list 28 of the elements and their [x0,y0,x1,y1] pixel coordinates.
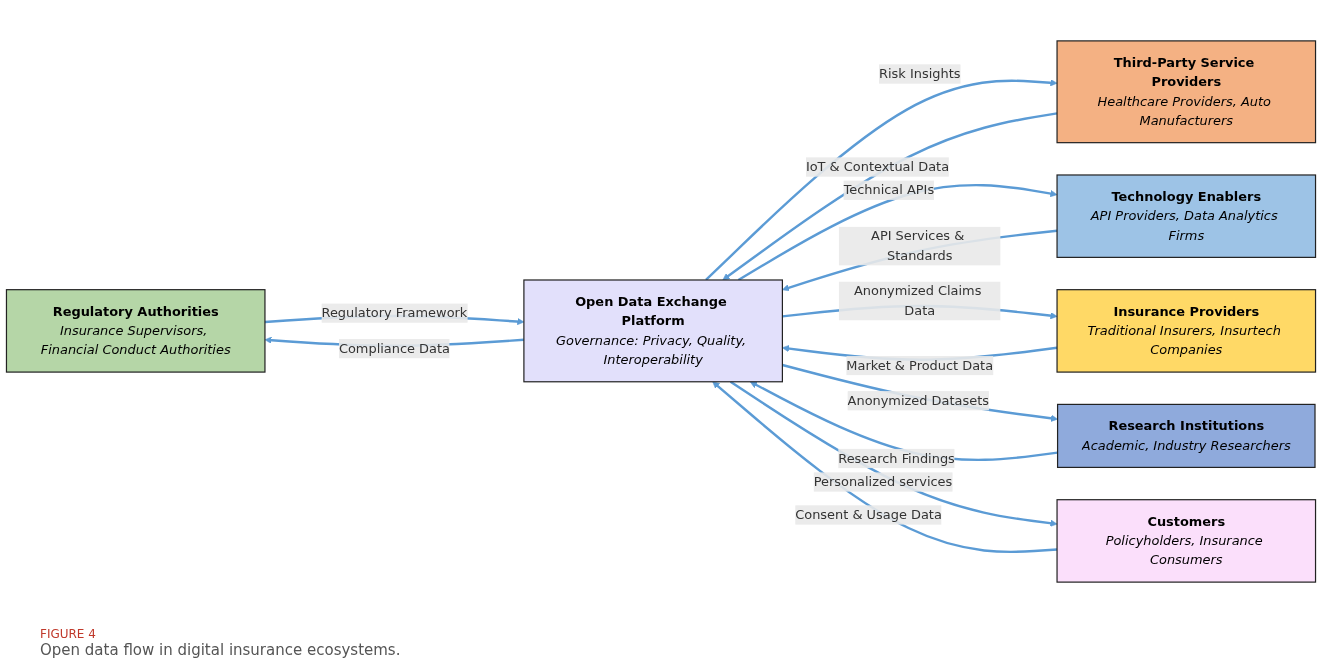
node-box: Technology Enablers API Providers, Data Analytics Firms [1056,174,1317,258]
edge-label: IoT & Contextual Data [805,158,950,175]
figure-caption: Open data flow in digital insurance ecosystems. [40,641,402,659]
edge-label: Market & Product Data [846,357,994,373]
figure-number: FIGURE 4 [40,627,97,641]
edge-label: Technical APIs [843,182,935,198]
arrow [749,381,1058,462]
edge-label: Research Findings [838,450,955,466]
node-box: Third-Party Service Providers Healthcare Providers, Auto Manufacturers [1056,40,1317,144]
edge-label: Personalized services [813,473,953,490]
edge-label: API Services & Standards [871,228,965,264]
arrow [712,381,1058,554]
arrow [782,363,1058,422]
edge-label: Consent & Usage Data [795,506,942,523]
edge-label: Anonymized Datasets [847,392,989,409]
node-box: Regulatory Authorities Insurance Supervisors, Financial Conduct Authorities [5,289,266,373]
arrow [705,79,1058,281]
edge-label: Anonymized Claims Data [853,283,982,318]
node-box: Customers Policyholders, Insurance Consumers [1056,499,1317,583]
arrow [729,380,1058,527]
edge-label: Risk Insights [879,65,961,82]
arrow [722,112,1058,281]
edge-label: Compliance Data [338,340,450,356]
edge-label: Regulatory Framework [321,305,468,321]
node-box: Insurance Providers Traditional Insurers, Insurtech Companies [1056,289,1317,373]
node-box: Open Data Exchange Platform Governance: Privacy, Quality, Interoperability [523,279,783,383]
node-box: Research Institutions Academic, Industry Researchers [1056,403,1316,468]
arrow [737,183,1058,282]
